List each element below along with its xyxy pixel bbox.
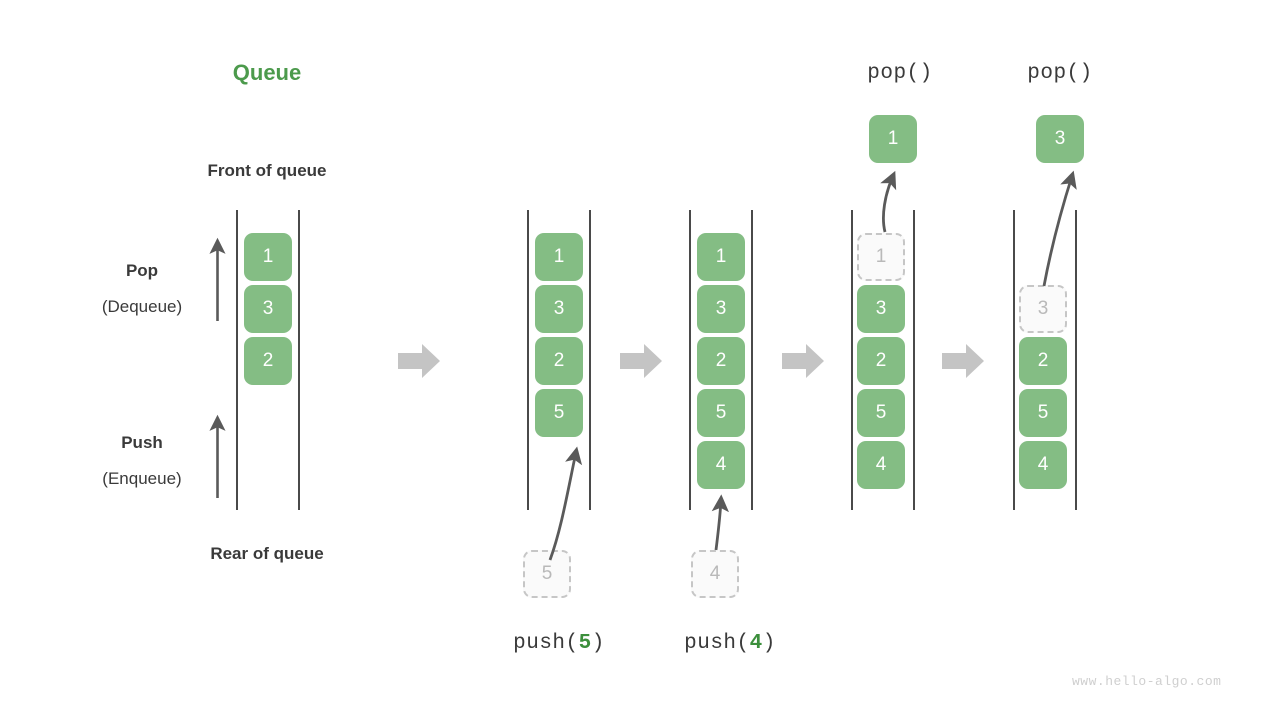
- push-4-arg: 4: [749, 632, 763, 655]
- push-5-caption: push(5): [459, 632, 659, 655]
- queue-cell: 2: [535, 337, 583, 385]
- queue-cell: 2: [697, 337, 745, 385]
- push-4-close: ): [762, 632, 776, 655]
- removed-element-ghost: 3: [1019, 285, 1067, 333]
- queue-cell: 3: [697, 285, 745, 333]
- step-arrow-icon: [398, 342, 440, 380]
- step-arrow-icon: [942, 342, 984, 380]
- push-flow-arrow: [711, 494, 730, 551]
- queue-rail-right-2: [751, 210, 753, 510]
- queue-rail-right-4: [1075, 210, 1077, 510]
- queue-cell: 5: [1019, 389, 1067, 437]
- removed-element-ghost: 1: [857, 233, 905, 281]
- step-arrow-icon: [620, 342, 662, 380]
- pop-flow-arrow: [1042, 170, 1077, 287]
- queue-rail-left-0: [236, 210, 238, 510]
- queue-cell: 5: [535, 389, 583, 437]
- queue-cell: 2: [244, 337, 292, 385]
- pop-direction-arrow: [209, 237, 226, 321]
- queue-rail-left-1: [527, 210, 529, 510]
- push-sublabel: (Enqueue): [102, 469, 182, 488]
- push-5-name: push: [513, 632, 566, 655]
- pop-caption-1: pop(): [867, 62, 933, 85]
- queue-cell: 1: [697, 233, 745, 281]
- push-direction-arrow: [209, 414, 226, 498]
- push-flow-arrow: [548, 446, 583, 561]
- queue-cell: 3: [535, 285, 583, 333]
- incoming-element-ghost: 4: [691, 550, 739, 598]
- queue-cell: 4: [857, 441, 905, 489]
- pop-sublabel: (Dequeue): [101, 297, 183, 316]
- queue-cell: 5: [857, 389, 905, 437]
- queue-cell: 1: [244, 233, 292, 281]
- queue-rail-right-0: [298, 210, 300, 510]
- push-5-arg: 5: [578, 632, 592, 655]
- queue-rail-left-4: [1013, 210, 1015, 510]
- queue-cell: 4: [1019, 441, 1067, 489]
- queue-cell: 3: [244, 285, 292, 333]
- pop-label: Pop: [125, 261, 159, 280]
- push-4-name: push: [684, 632, 737, 655]
- watermark: www.hello-algo.com: [1072, 674, 1222, 689]
- front-of-queue-label: Front of queue: [207, 161, 327, 180]
- queue-cell: 2: [857, 337, 905, 385]
- push-4-open: (: [736, 632, 750, 655]
- push-5-close: ): [591, 632, 605, 655]
- popped-element: 3: [1036, 115, 1084, 163]
- rear-of-queue-label: Rear of queue: [210, 544, 324, 563]
- pop-caption-2: pop(): [1027, 62, 1093, 85]
- queue-cell: 1: [535, 233, 583, 281]
- push-5-open: (: [565, 632, 579, 655]
- queue-cell: 3: [857, 285, 905, 333]
- queue-rail-left-2: [689, 210, 691, 510]
- queue-rail-right-1: [589, 210, 591, 510]
- incoming-element-ghost: 5: [523, 550, 571, 598]
- queue-cell: 5: [697, 389, 745, 437]
- page-title: Queue: [232, 60, 302, 85]
- queue-cell: 2: [1019, 337, 1067, 385]
- queue-cell: 4: [697, 441, 745, 489]
- queue-rail-right-3: [913, 210, 915, 510]
- push-4-caption: push(4): [630, 632, 830, 655]
- pop-flow-arrow: [880, 170, 897, 233]
- queue-rail-left-3: [851, 210, 853, 510]
- popped-element: 1: [869, 115, 917, 163]
- step-arrow-icon: [782, 342, 824, 380]
- push-label: Push: [121, 433, 163, 452]
